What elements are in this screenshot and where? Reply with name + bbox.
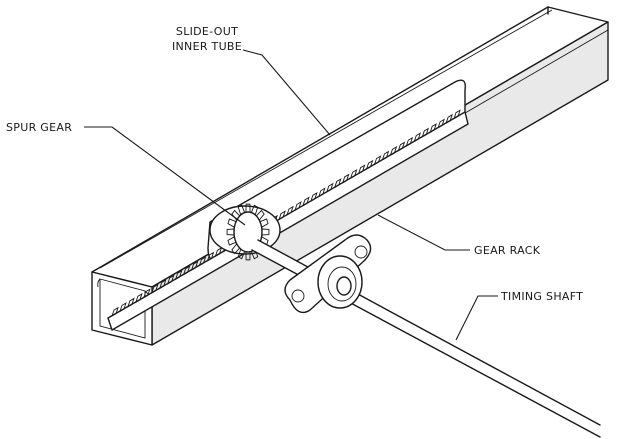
rack-tooth (127, 297, 135, 308)
rack-tooth (429, 123, 437, 134)
rack-tooth (373, 155, 382, 166)
rack-tooth (421, 127, 430, 138)
rack-tooth (333, 178, 342, 189)
rack-teeth (111, 109, 461, 317)
rack-tooth (198, 256, 207, 267)
leaders (84, 49, 498, 341)
rack-tooth (365, 159, 374, 171)
rack-tooth (143, 288, 151, 299)
rack-tooth (437, 118, 445, 129)
label-inner-tube-line2: INNER TUBE (172, 40, 242, 53)
gear-rack (107, 109, 469, 331)
rack-tooth (158, 279, 167, 290)
rack-tooth (190, 260, 199, 272)
tube-top-edge (99, 9, 553, 269)
bearing-bore (336, 276, 352, 296)
rack-tooth (294, 201, 302, 212)
rack-tooth (389, 146, 398, 157)
rack-tooth (111, 306, 119, 317)
leader-timing-shaft (455, 295, 498, 341)
rack-tooth (135, 292, 143, 304)
bearing-bolt-hole-upper (354, 245, 368, 259)
rack-tooth (166, 274, 175, 285)
rack-tooth (453, 109, 461, 120)
rack-tooth (174, 269, 183, 281)
rack-tooth (278, 210, 286, 221)
rack-tooth (119, 302, 127, 313)
rack-tooth (405, 136, 414, 148)
rack-tooth (357, 164, 366, 175)
spur-gear (209, 203, 281, 261)
label-spur-gear: SPUR GEAR (6, 121, 72, 134)
rack-tooth (341, 173, 350, 184)
rack-tooth (310, 191, 318, 203)
tube-open-end (91, 271, 153, 346)
rack-tooth (302, 196, 310, 207)
tube-inner-wall (99, 278, 146, 339)
leader-spur-gear (84, 126, 246, 226)
rack-tooth (381, 150, 390, 161)
rack-tooth (325, 182, 334, 194)
rack-tooth (150, 283, 159, 295)
flange-bearing (284, 234, 372, 314)
label-timing-shaft: TIMING SHAFT (500, 290, 583, 303)
rack-tooth (413, 132, 422, 143)
bearing-race (327, 266, 357, 302)
rack-tooth (286, 205, 294, 216)
rack-tooth (397, 141, 406, 152)
rack-tooth (182, 265, 191, 276)
leader-gear-rack (377, 214, 470, 251)
rack-tooth (206, 251, 215, 262)
label-inner-tube-line1: SLIDE-OUT (176, 25, 238, 38)
rack-tooth (349, 168, 358, 180)
leader-inner-tube (242, 49, 331, 136)
label-gear-rack: GEAR RACK (474, 244, 541, 257)
bearing-bolt-hole-lower (291, 289, 305, 303)
rack-tooth (445, 113, 453, 125)
rack-tooth (318, 187, 326, 198)
